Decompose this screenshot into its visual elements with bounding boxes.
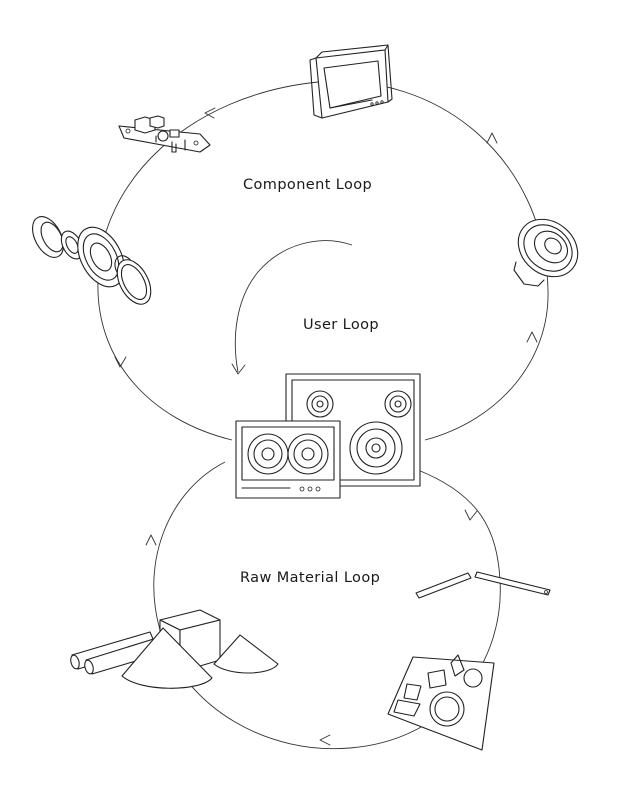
arrow-icon (486, 132, 498, 144)
pcb-board-icon (118, 115, 211, 153)
arrow-icon (231, 363, 246, 375)
arrow-icon (114, 356, 127, 368)
raw-shapes-icon (70, 609, 279, 689)
component-loop-label: Component Loop (243, 177, 372, 193)
cut-sheet-panel-icon (387, 654, 495, 751)
user-loop-path (231, 240, 353, 375)
arrow-icon (464, 509, 478, 521)
speaker-frame-icon (309, 44, 393, 119)
speaker-driver-exploded-icon (32, 216, 152, 305)
arrow-icon (204, 107, 216, 119)
raw-material-loop-label: Raw Material Loop (240, 570, 380, 586)
speakers-product-icon (235, 373, 421, 499)
user-loop-label: User Loop (303, 317, 379, 333)
arrow-icon (145, 534, 157, 546)
raw-material-loop-path (145, 461, 501, 750)
arrow-icon (319, 734, 331, 746)
metal-rods-icon (415, 571, 551, 599)
arrow-icon (526, 331, 538, 343)
speaker-driver-icon (513, 218, 579, 287)
